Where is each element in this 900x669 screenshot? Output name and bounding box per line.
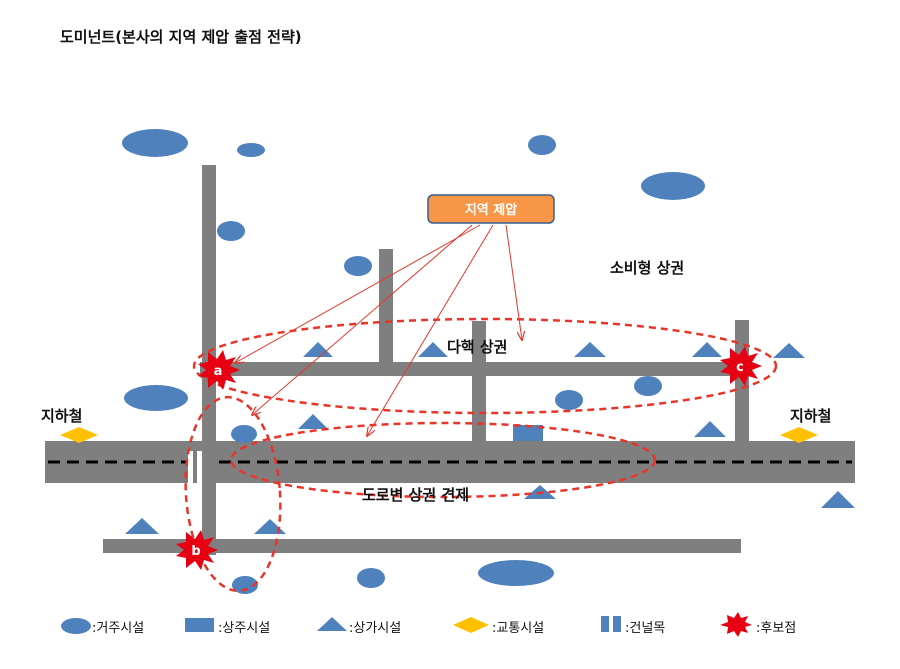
residential-facility <box>124 385 188 411</box>
arrow-to-multi-core-area <box>505 224 522 340</box>
candidate-site-b-label: b <box>191 544 200 559</box>
commercial-facility <box>254 519 286 534</box>
residential-facility <box>122 129 188 157</box>
candidate-site-c-label: c <box>736 360 744 375</box>
lower-road <box>103 539 741 553</box>
residential-facility <box>478 560 554 586</box>
commercial-facility <box>692 342 722 357</box>
legend-residential-text: :거주시설 <box>92 621 145 636</box>
transit-facilities <box>60 427 818 443</box>
strategy-arrows <box>235 224 522 436</box>
legend-triangle-icon <box>317 617 347 631</box>
roadside-area-boundary <box>229 421 657 499</box>
residential-facility <box>634 376 662 396</box>
callout-box <box>427 194 555 224</box>
subway-right-label: 지하철 <box>790 407 832 425</box>
legend-crosswalk-icon-left <box>601 616 609 632</box>
residential-facility <box>357 568 385 588</box>
arrow-to-crosswalk-area <box>252 224 473 415</box>
commercial-facility <box>694 421 726 437</box>
residential-facility <box>231 425 257 443</box>
candidate-site-c: c <box>720 346 762 386</box>
crosswalk <box>188 451 202 487</box>
subway-left-label: 지하철 <box>41 407 83 425</box>
multi-core-area-label: 다핵 상권 <box>447 338 508 356</box>
multi-core-area-boundary <box>192 317 778 415</box>
page-title: 도미넌트(본사의 지역 제압 출점 전략) <box>60 28 302 46</box>
legend-burst-icon <box>720 612 752 637</box>
legend-diamond-icon <box>453 617 489 633</box>
legend-ellipse-icon <box>61 618 91 634</box>
legend-crosswalk-icon-right <box>613 616 621 632</box>
residential-facility <box>232 576 258 594</box>
residential-facility <box>555 390 583 410</box>
legend-commercial-text: :상가시설 <box>349 621 402 636</box>
candidate-site-b: b <box>176 530 218 570</box>
commercial-facility <box>821 491 855 508</box>
candidate-site-a: a <box>198 350 240 390</box>
commercial-facility <box>773 343 805 358</box>
commercial-facility <box>574 342 606 357</box>
residential-facilities <box>122 129 705 594</box>
callout-text: 지역 제압 <box>465 202 517 218</box>
legend-candidate-text: :후보점 <box>756 621 797 636</box>
commercial-residential-facilities <box>513 425 543 441</box>
legend-commercial-residential-text: :상주시설 <box>218 621 271 636</box>
residential-facility <box>217 221 245 241</box>
legend-square-icon <box>185 618 214 632</box>
roadside-area-label: 도로변 상권 견제 <box>362 486 470 504</box>
arrow-to-candidate-a <box>235 224 481 363</box>
commercial-facility <box>303 342 333 357</box>
residential-facility <box>641 172 705 200</box>
commercial-facility <box>125 518 159 534</box>
residential-facility <box>237 143 265 157</box>
commercial-facility <box>298 414 328 429</box>
commercial-residential-facility <box>513 425 543 441</box>
legend-symbols <box>61 612 752 637</box>
short-vertical-road <box>379 249 393 364</box>
commercial-facility <box>418 342 448 357</box>
residential-facility <box>344 256 372 276</box>
legend-transit-text: :교통시설 <box>492 621 545 636</box>
candidate-sites: a b c <box>176 346 762 570</box>
transit-facility-left <box>60 427 98 443</box>
residential-facility <box>528 135 556 155</box>
transit-facility-right <box>780 427 818 443</box>
legend-crosswalk-text: :건널목 <box>625 621 666 636</box>
area-boundaries <box>184 317 778 593</box>
crosswalk-area-boundary <box>184 395 282 593</box>
consumer-area-label: 소비형 상권 <box>610 259 685 277</box>
candidate-site-a-label: a <box>214 364 223 379</box>
arrow-to-roadside-area <box>367 224 494 436</box>
callout: 지역 제압 <box>427 194 555 224</box>
